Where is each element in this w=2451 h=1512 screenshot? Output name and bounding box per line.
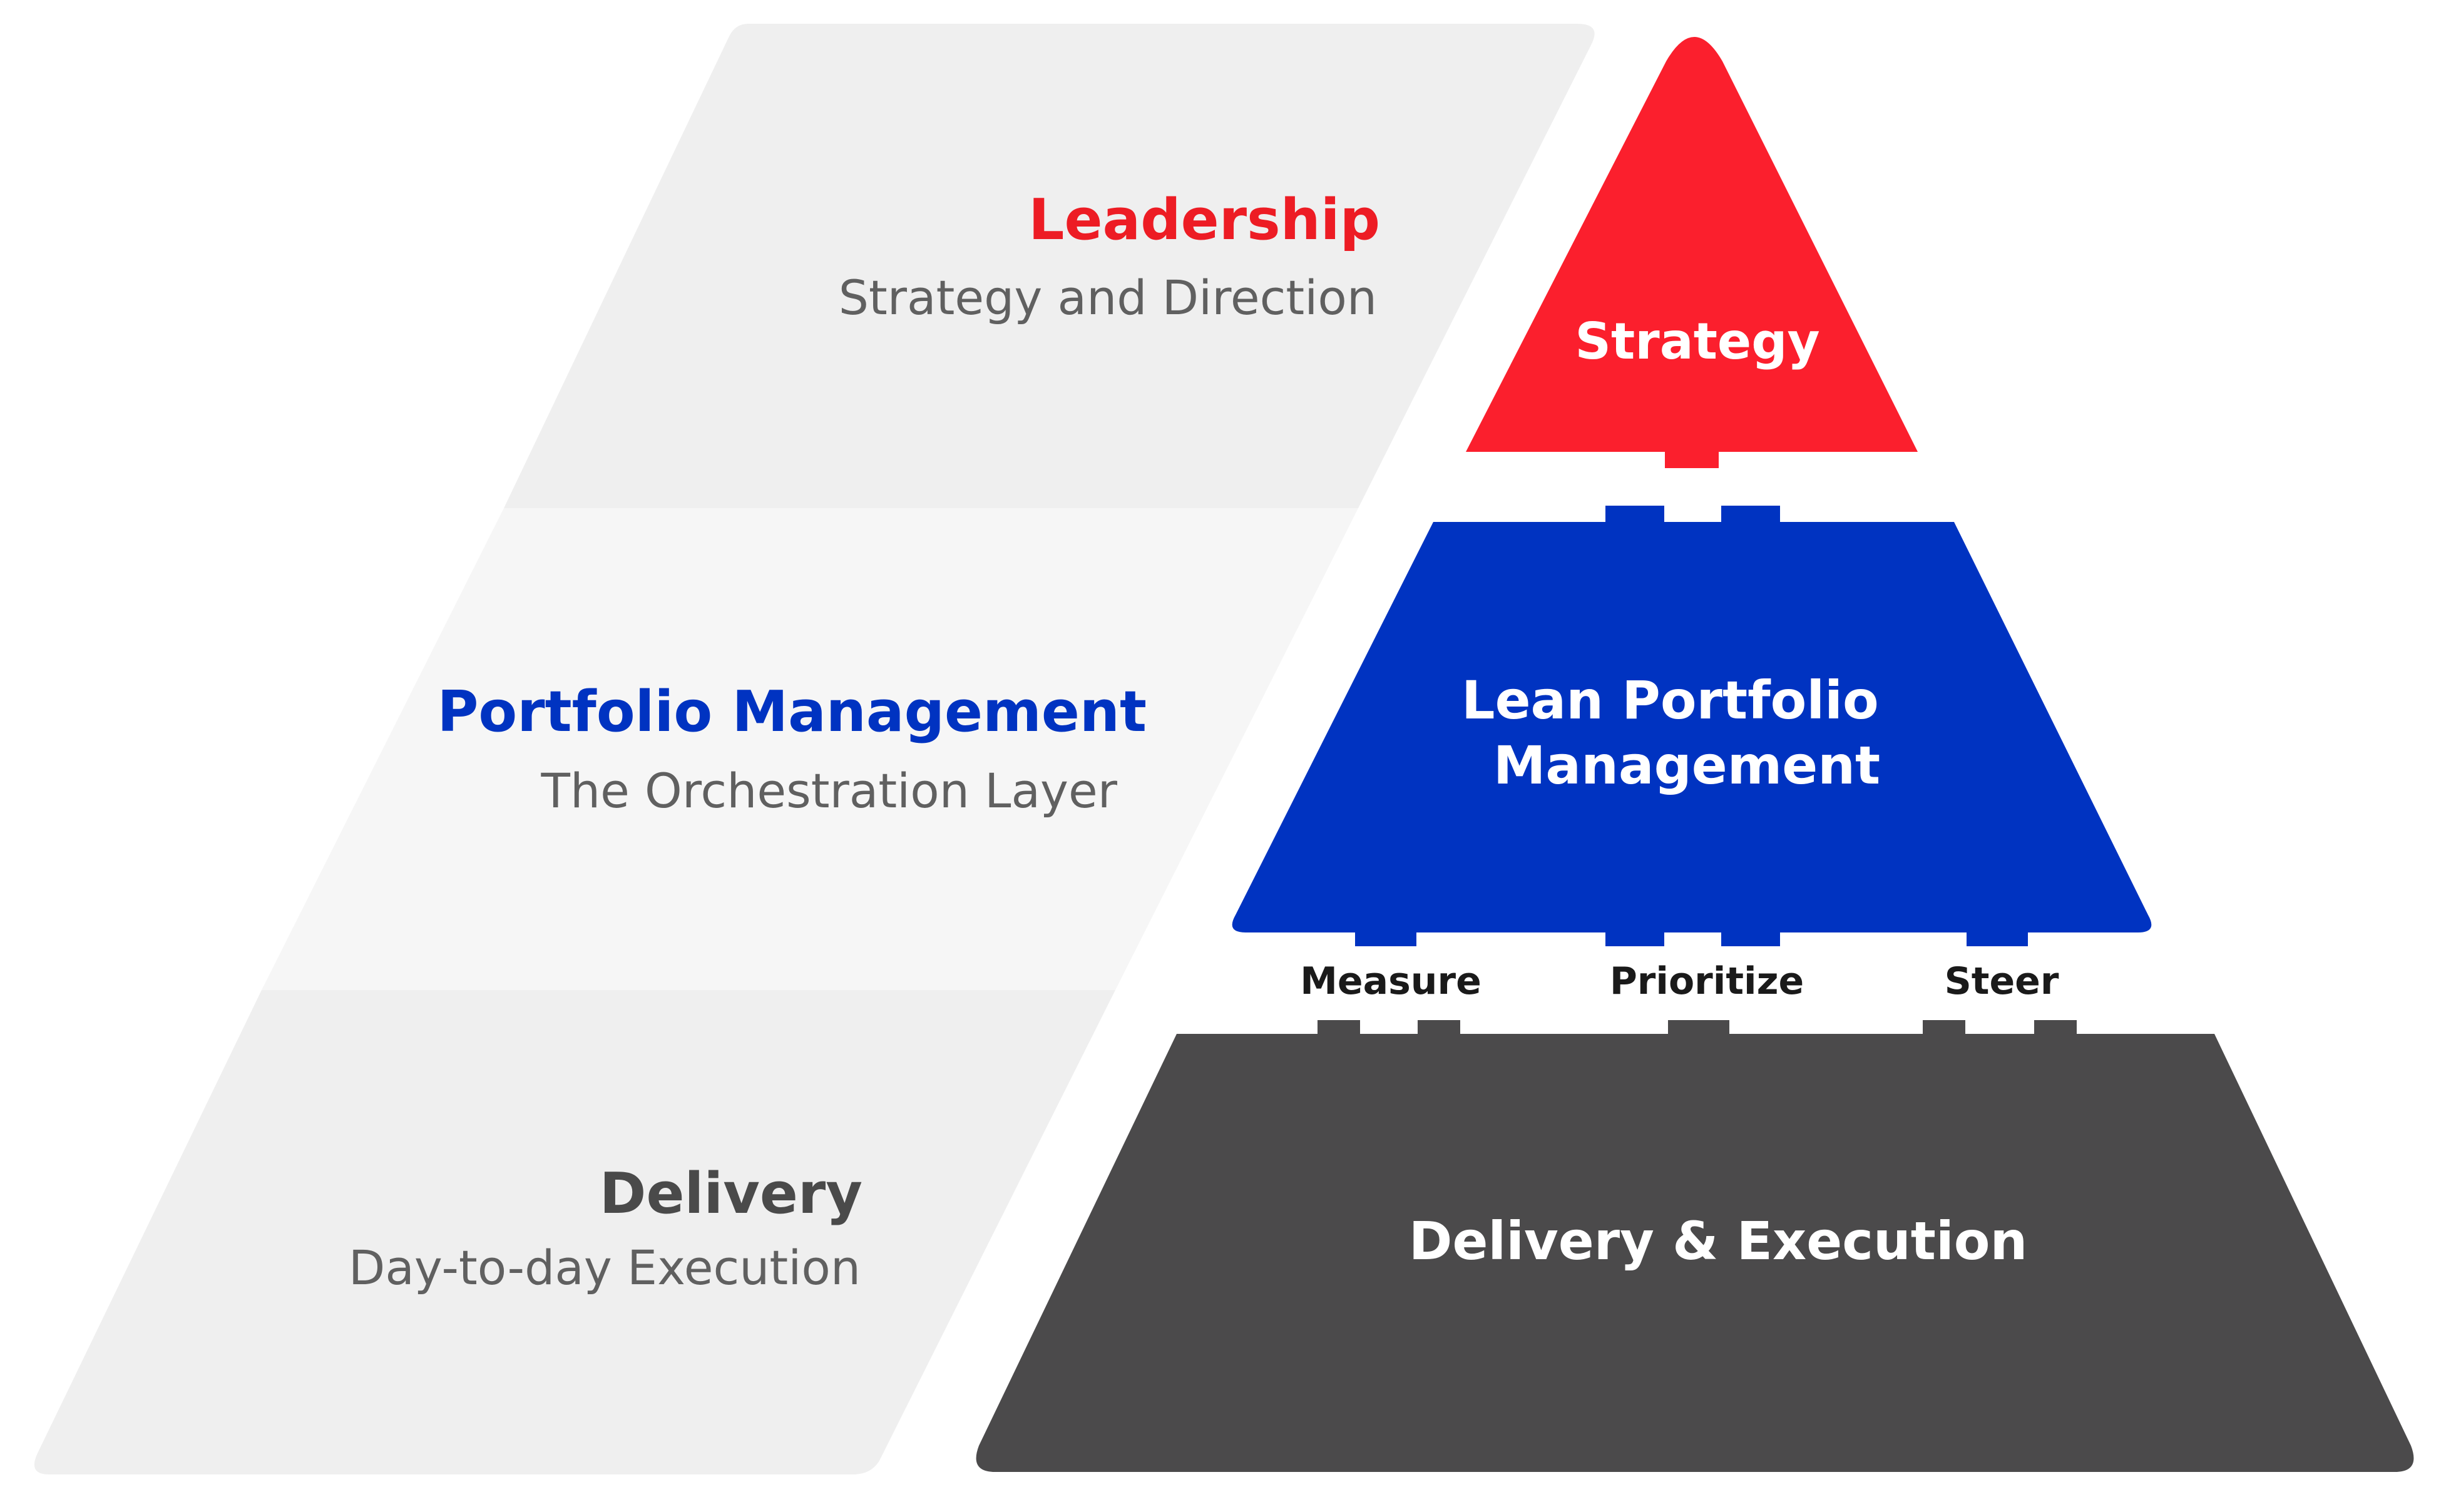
delivery-tab-steer-right xyxy=(2034,1020,2077,1036)
connector-label-measure: Measure xyxy=(1300,959,1481,1003)
tier-bands xyxy=(34,24,1595,1474)
portfolio-tab-bottom-prioritize-left xyxy=(1605,930,1664,946)
band-leadership xyxy=(504,24,1595,508)
tier-labels: Leadership Strategy and Direction Portfo… xyxy=(349,187,1380,1295)
portfolio-tab-bottom-prioritize-right xyxy=(1721,930,1780,946)
portfolio-tab-bottom-steer xyxy=(1967,930,2028,946)
strategy-label: Strategy xyxy=(1575,312,1819,370)
pyramid-top-block: Strategy xyxy=(1466,37,1918,468)
portfolio-trapezoid xyxy=(1232,522,2152,932)
portfolio-tab-bottom-measure xyxy=(1355,930,1416,946)
connector-label-steer: Steer xyxy=(1945,959,2059,1003)
band-delivery xyxy=(34,990,1115,1474)
portfolio-label-line-1: Lean Portfolio xyxy=(1461,670,1879,731)
delivery-tab-measure-left xyxy=(1318,1020,1360,1036)
tier-subtitle-portfolio: The Orchestration Layer xyxy=(541,763,1118,819)
connector-label-prioritize: Prioritize xyxy=(1610,959,1804,1003)
pyramid-middle-block: Lean Portfolio Management xyxy=(1232,506,2152,946)
portfolio-label-line-2: Management xyxy=(1493,735,1880,796)
pyramid-bottom-block: Delivery & Execution xyxy=(976,1020,2414,1472)
delivery-label: Delivery & Execution xyxy=(1409,1210,2028,1272)
tier-subtitle-delivery: Day-to-day Execution xyxy=(349,1240,861,1295)
delivery-tab-measure-right xyxy=(1418,1020,1460,1036)
strategy-tab xyxy=(1665,449,1719,468)
tier-title-portfolio: Portfolio Management xyxy=(437,679,1147,745)
band-portfolio xyxy=(262,508,1358,990)
tier-subtitle-leadership: Strategy and Direction xyxy=(839,270,1377,325)
tier-title-leadership: Leadership xyxy=(1028,187,1380,253)
tier-title-delivery: Delivery xyxy=(600,1161,862,1227)
delivery-tab-steer-left xyxy=(1923,1020,1965,1036)
strategy-triangle xyxy=(1466,37,1918,452)
delivery-tab-prioritize xyxy=(1668,1020,1729,1036)
connector-labels: Measure Prioritize Steer xyxy=(1300,959,2059,1003)
portfolio-label: Lean Portfolio Management xyxy=(1461,670,1897,796)
delivery-trapezoid xyxy=(976,1034,2414,1472)
